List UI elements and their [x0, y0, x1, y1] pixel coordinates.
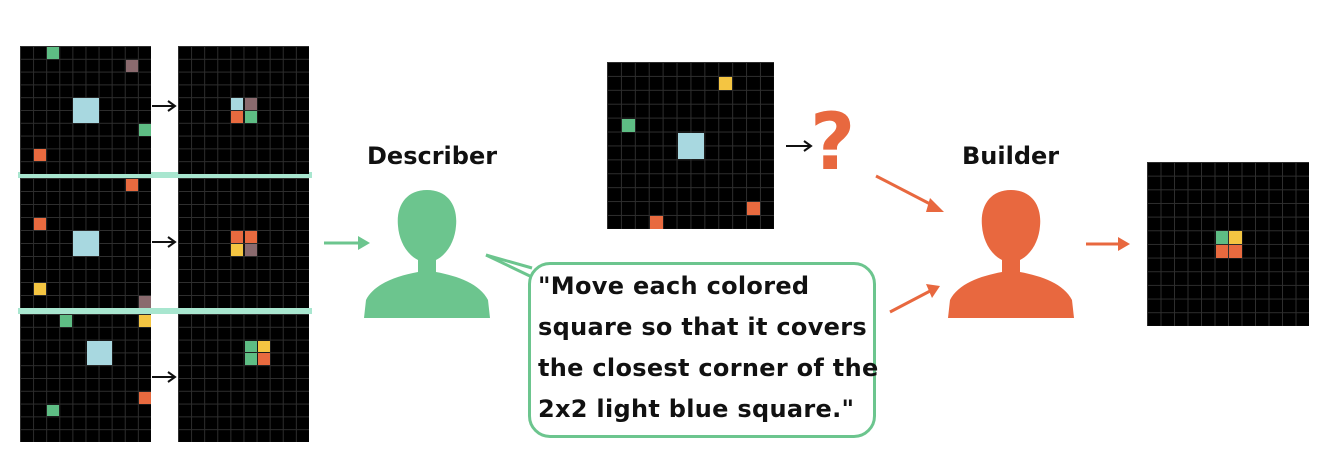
orange-square [231, 111, 244, 123]
yellow-square [231, 244, 244, 256]
light-blue-square [73, 231, 99, 256]
green-square [244, 340, 257, 353]
builder-person-icon [948, 190, 1074, 318]
instruction-line: square so that it covers [538, 313, 867, 341]
light-blue-square [73, 98, 99, 123]
mauve-square [244, 244, 257, 256]
example-1-arrow [152, 100, 177, 112]
speech-bubble-tail [485, 253, 535, 280]
example-3-output-grid [178, 314, 309, 442]
green-square [1215, 231, 1228, 244]
orange-square [244, 231, 257, 243]
green-square [138, 123, 151, 136]
green-square [244, 111, 257, 123]
mauve-square [244, 98, 257, 110]
unknown-output-question-mark: ? [810, 98, 856, 188]
examples-backdrop [18, 172, 312, 178]
orange-square [231, 231, 244, 243]
green-square [60, 315, 73, 327]
builder-output-grid [1147, 162, 1309, 326]
instruction-line: 2x2 light blue square." [538, 395, 855, 423]
green-square [47, 404, 60, 417]
orange-square [34, 149, 47, 162]
unknown-to-builder-arrow [875, 174, 944, 212]
builder-to-output-arrow [1086, 237, 1130, 251]
orange-square [34, 218, 47, 230]
instruction-speech-bubble [528, 262, 876, 438]
orange-square [1215, 245, 1228, 258]
describer-person-icon [364, 190, 490, 318]
light-blue-square [677, 132, 705, 160]
example-2-arrow [152, 236, 177, 248]
yellow-square [138, 315, 151, 327]
examples-backdrop [18, 308, 312, 314]
instruction-text: "Move each colored square so that it cov… [538, 266, 878, 430]
example-2-input-grid [20, 178, 151, 308]
mauve-square [138, 296, 151, 308]
examples-to-describer-arrow [324, 236, 370, 250]
mauve-square [125, 59, 138, 72]
instruction-line: the closest corner of the [538, 354, 879, 382]
instruction-to-builder-arrow [889, 284, 940, 314]
light-blue-square [86, 340, 112, 366]
test-input-grid [607, 62, 774, 229]
describer-label: Describer [367, 142, 498, 170]
example-3-arrow [152, 371, 177, 383]
green-square [621, 118, 635, 132]
test-to-unknown-arrow [786, 140, 813, 152]
example-1-output-grid [178, 46, 309, 174]
orange-square [747, 202, 761, 216]
green-square [244, 353, 257, 366]
orange-square [649, 216, 663, 229]
yellow-square [34, 283, 47, 295]
orange-square [257, 353, 270, 366]
example-3-input-grid [20, 314, 151, 442]
example-2-output-grid [178, 178, 309, 308]
yellow-square [1229, 231, 1242, 244]
instruction-line: "Move each colored [538, 272, 810, 300]
yellow-square [719, 76, 733, 90]
example-1-input-grid [20, 46, 151, 174]
orange-square [1229, 245, 1242, 258]
yellow-square [257, 340, 270, 353]
light-blue-square [231, 98, 244, 110]
orange-square [138, 391, 151, 404]
green-square [47, 47, 60, 59]
orange-square [125, 179, 138, 191]
builder-label: Builder [962, 142, 1060, 170]
